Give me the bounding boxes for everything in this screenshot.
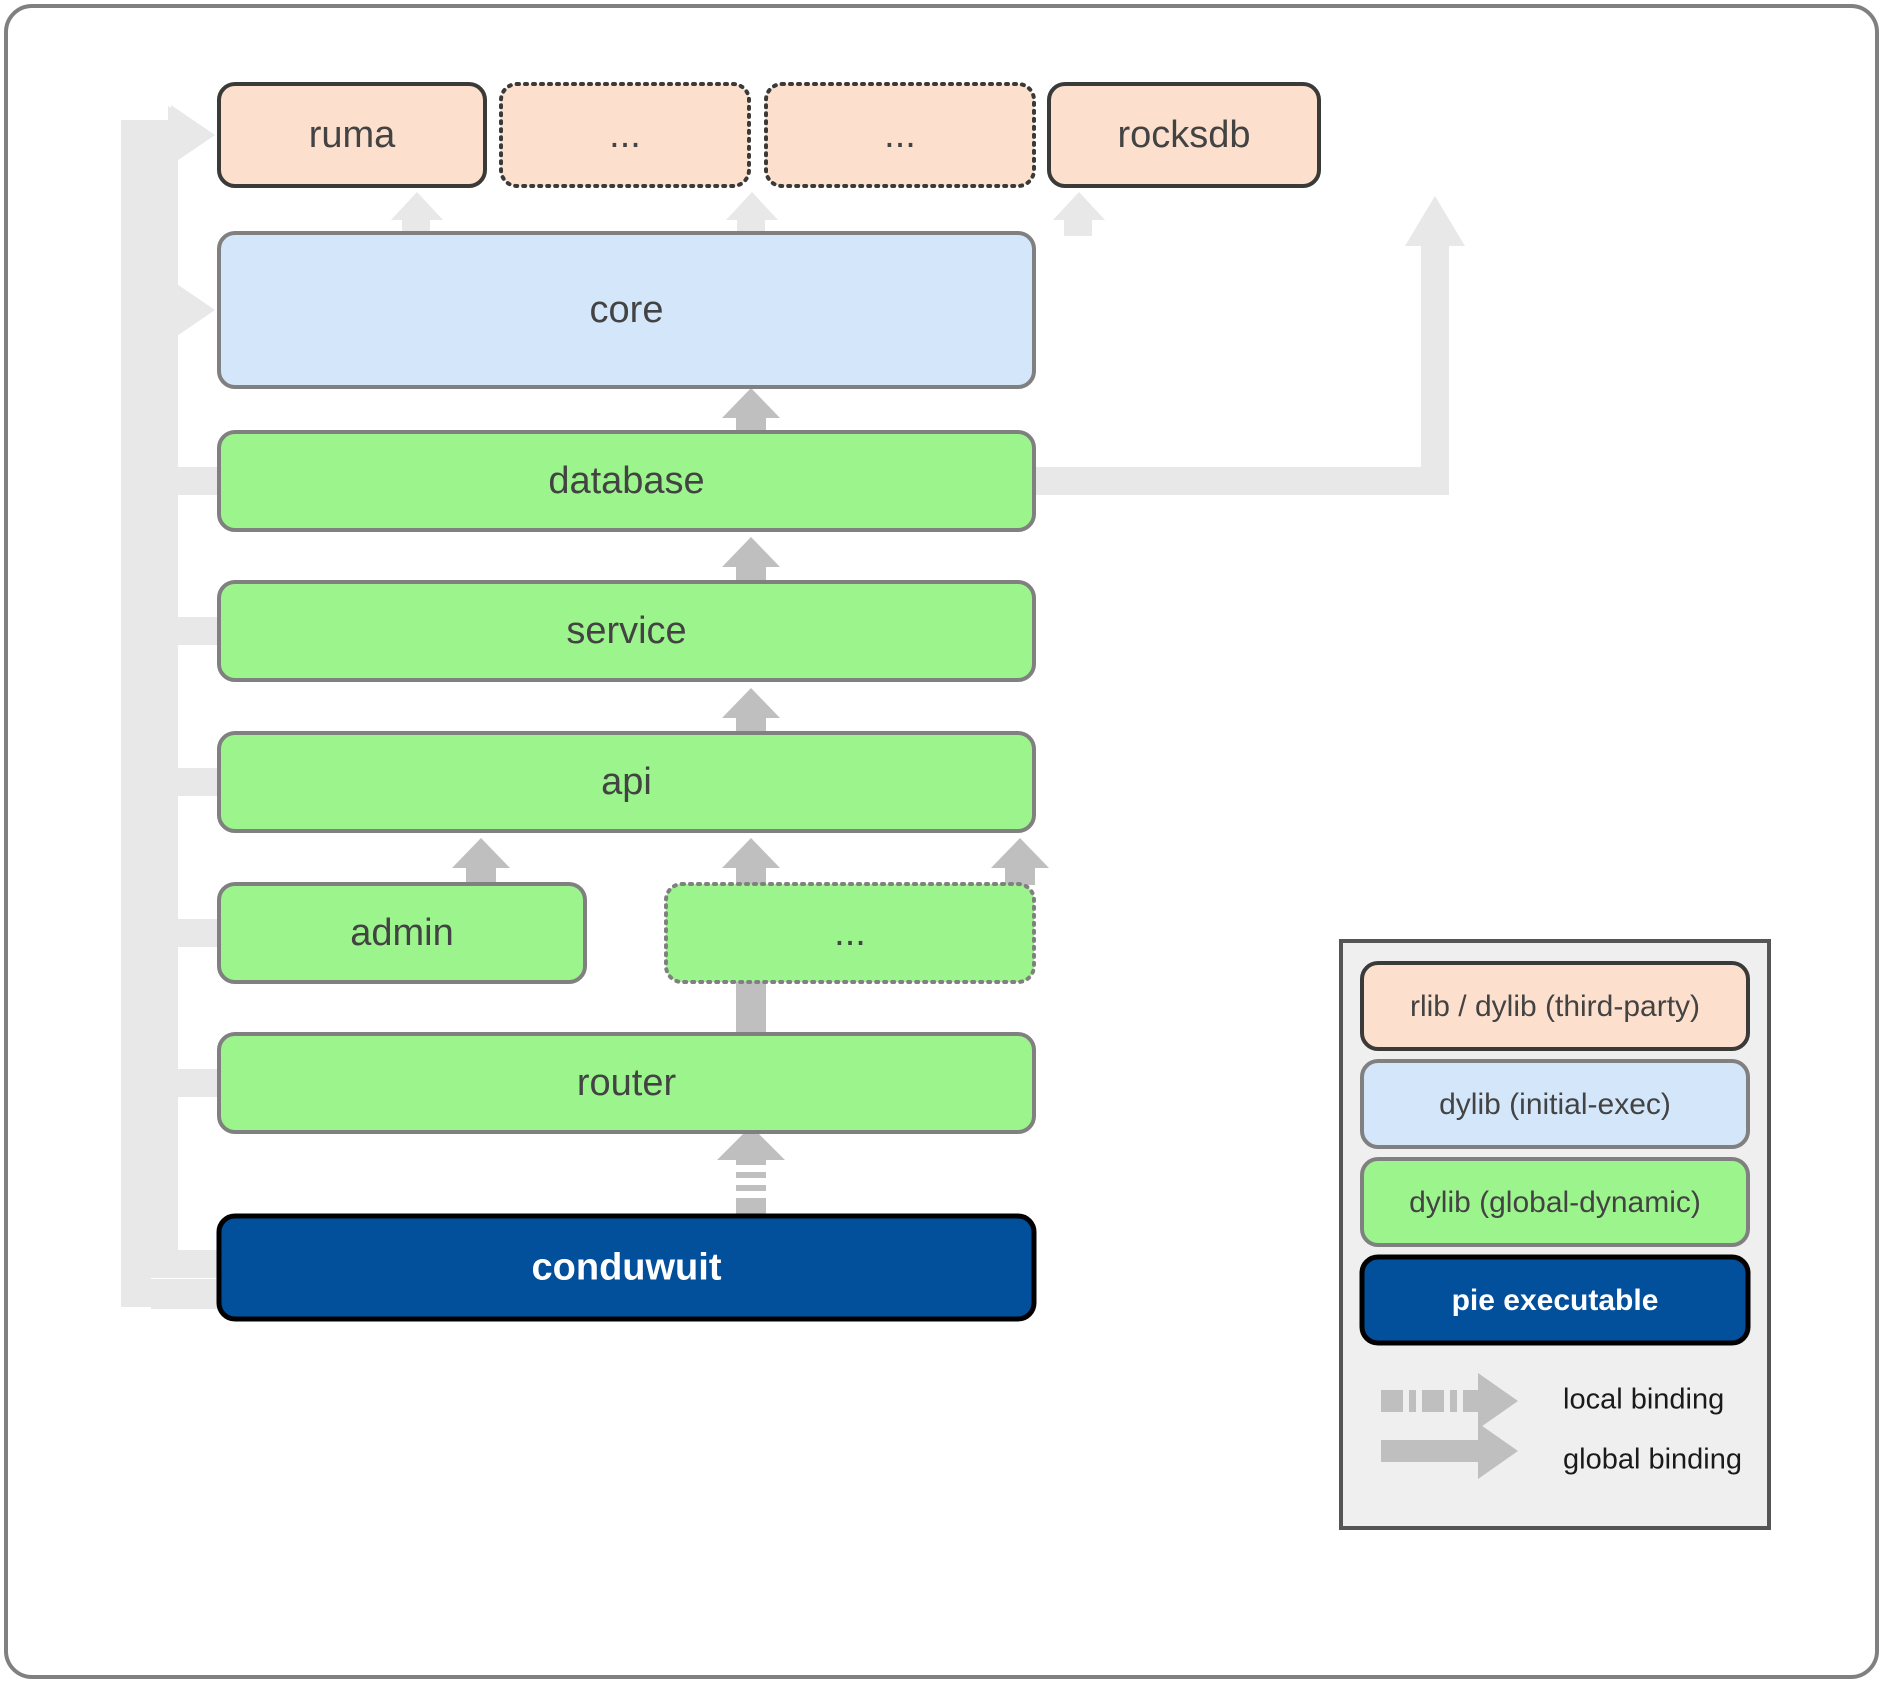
node-core[interactable]: core: [217, 231, 1036, 389]
legend-initial-exec[interactable]: dylib (initial-exec): [1360, 1059, 1750, 1149]
node-rocksdb[interactable]: rocksdb: [1047, 82, 1321, 188]
node-box-conduwuit: [216, 1213, 1037, 1322]
node-box-dots-top-2: [764, 82, 1036, 188]
node-router[interactable]: router: [217, 1032, 1036, 1134]
edge-stub-router: [150, 1069, 219, 1097]
legend-third-party-swatch: [1360, 961, 1750, 1051]
node-dots-top-1[interactable]: ...: [499, 82, 751, 188]
edge-database-to-core: [722, 388, 780, 435]
node-service[interactable]: service: [217, 580, 1036, 682]
node-box-dots-top-1: [499, 82, 751, 188]
legend-panel: rlib / dylib (third-party) dylib (initial…: [1339, 939, 1771, 1530]
node-admin[interactable]: admin: [217, 882, 587, 984]
node-box-service: [217, 580, 1036, 682]
node-label-dots-mid: ...: [834, 912, 866, 954]
conduwuit-trunk-lines: [121, 134, 233, 1307]
node-label-core: core: [590, 289, 664, 331]
legend-local-binding-label: local binding: [1563, 1384, 1724, 1416]
legend-initial-exec-swatch: [1360, 1059, 1750, 1149]
node-label-api: api: [601, 761, 652, 803]
edge-database-to-rocksdb: [1034, 196, 1465, 495]
diagram-nodes: ruma...... rocksdb core database service api a…: [216, 82, 1321, 1322]
edge-stub-admin: [150, 919, 219, 947]
legend-global-binding-arrow-icon: [1381, 1423, 1518, 1479]
node-label-dots-top-1: ...: [609, 114, 641, 156]
trunk-outer: [121, 134, 233, 1307]
node-ruma[interactable]: ruma: [217, 82, 487, 188]
node-label-router: router: [577, 1062, 677, 1104]
edge-dots-mid-to-api: [991, 838, 1049, 885]
node-label-dots-top-2: ...: [884, 114, 916, 156]
legend-pie[interactable]: pie executable: [1359, 1254, 1751, 1346]
edge-stub-api: [150, 768, 219, 796]
node-dots-top-2[interactable]: ...: [764, 82, 1036, 188]
trunk-inner: [150, 134, 233, 1278]
node-api[interactable]: api: [217, 731, 1036, 833]
node-box-ruma: [217, 82, 487, 188]
edge-stub-database: [150, 467, 219, 495]
node-box-rocksdb: [1047, 82, 1321, 188]
node-box-api: [217, 731, 1036, 833]
legend-third-party[interactable]: rlib / dylib (third-party): [1360, 961, 1750, 1051]
node-box-admin: [217, 882, 587, 984]
edge-core-to-dots2: [1053, 192, 1105, 236]
node-box-core: [217, 231, 1036, 389]
node-label-database: database: [548, 460, 704, 502]
edge-api-to-service: [722, 688, 780, 735]
legend-pie-label: pie executable: [1452, 1284, 1659, 1317]
node-box-database: [217, 430, 1036, 532]
node-conduwuit[interactable]: conduwuit: [216, 1213, 1037, 1322]
node-dots-mid[interactable]: ...: [664, 882, 1036, 984]
legend-global-dynamic-swatch: [1360, 1157, 1750, 1247]
node-label-conduwuit: conduwuit: [532, 1247, 722, 1289]
node-box-dots-mid: [664, 882, 1036, 984]
legend-third-party-label: rlib / dylib (third-party): [1410, 990, 1700, 1023]
conduwuit-stub-edges: [135, 105, 219, 1097]
edge-conduwuit-to-router: [717, 1126, 785, 1216]
edge-admin-to-api: [452, 838, 510, 885]
node-label-rocksdb: rocksdb: [1117, 114, 1250, 156]
node-label-admin: admin: [350, 912, 454, 954]
legend-local-binding-arrow-icon: [1381, 1373, 1518, 1429]
legend-pie-swatch: [1359, 1254, 1751, 1346]
legend-initial-exec-label: dylib (initial-exec): [1439, 1088, 1671, 1121]
node-database[interactable]: database: [217, 430, 1036, 532]
legend-global-dynamic[interactable]: dylib (global-dynamic): [1360, 1157, 1750, 1247]
edge-stub-service: [150, 617, 219, 645]
edge-stub-ruma: [135, 105, 215, 165]
node-label-ruma: ruma: [309, 114, 396, 156]
edge-service-to-database: [722, 537, 780, 584]
legend-global-binding-label: global binding: [1563, 1444, 1742, 1476]
node-box-router: [217, 1032, 1036, 1134]
node-label-service: service: [566, 610, 686, 652]
legend-global-dynamic-label: dylib (global-dynamic): [1409, 1186, 1701, 1219]
edge-stub-core: [150, 280, 215, 340]
